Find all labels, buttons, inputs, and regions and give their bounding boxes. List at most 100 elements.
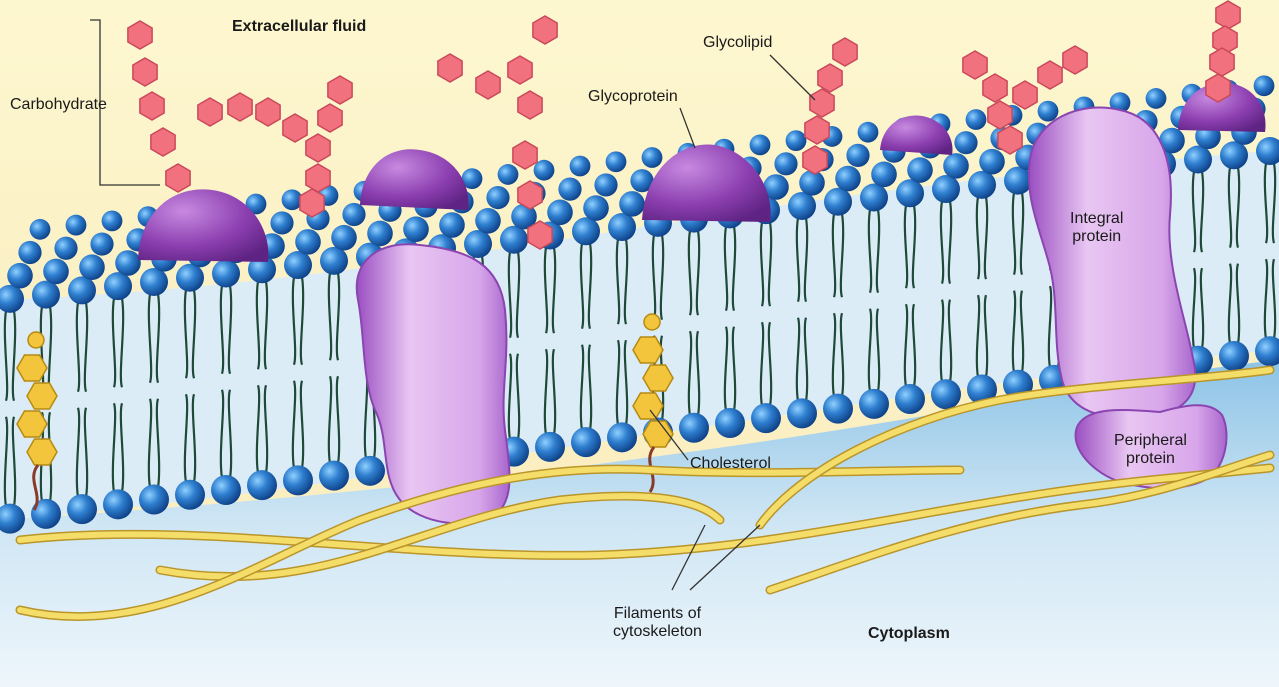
sugar-hexagon <box>818 64 842 92</box>
phospholipid-head <box>284 251 312 279</box>
phospholipid-head <box>594 173 617 196</box>
phospholipid-head <box>355 456 385 486</box>
phospholipid-head <box>270 211 293 234</box>
sugar-hexagon <box>318 104 342 132</box>
phospholipid-head <box>67 494 97 524</box>
phospholipid-head <box>7 263 33 289</box>
phospholipid-head <box>907 157 933 183</box>
phospholipid-head <box>619 191 645 217</box>
phospholipid-head <box>824 188 852 216</box>
phospholipid-head <box>498 164 519 185</box>
phospholipid-head <box>295 229 321 255</box>
sugar-hexagon <box>128 21 152 49</box>
phospholipid-head <box>1184 145 1212 173</box>
phospholipid-head <box>1219 341 1249 371</box>
phospholipid-head <box>786 130 807 151</box>
sugar-hexagon <box>328 76 352 104</box>
phospholipid-head <box>90 232 113 255</box>
phospholipid-head <box>859 389 889 419</box>
sugar-hexagon <box>833 38 857 66</box>
sugar-hexagon <box>518 91 542 119</box>
phospholipid-head <box>247 470 277 500</box>
phospholipid-head <box>931 379 961 409</box>
phospholipid-head <box>968 171 996 199</box>
sugar-hexagon <box>306 134 330 162</box>
glycoprotein-label: Glycoprotein <box>588 88 678 106</box>
phospholipid-head <box>787 398 817 428</box>
sugar-hexagon <box>1038 61 1062 89</box>
phospholipid-head <box>212 259 240 287</box>
phospholipid-head <box>176 264 204 292</box>
peripheral-protein-label: Peripheral protein <box>1114 432 1187 469</box>
phospholipid-head <box>1004 167 1032 195</box>
phospholipid-head <box>66 215 87 236</box>
phospholipid-head <box>140 268 168 296</box>
phospholipid-head <box>30 219 51 240</box>
glycolipid-label: Glycolipid <box>703 34 772 52</box>
sugar-hexagon <box>1210 48 1234 76</box>
phospholipid-head <box>139 485 169 515</box>
phospholipid-head <box>823 394 853 424</box>
filaments-label: Filaments of cytoskeleton <box>613 605 702 642</box>
cholesterol-label: Cholesterol <box>690 455 771 473</box>
phospholipid-head <box>606 151 627 172</box>
phospholipid-head <box>283 465 313 495</box>
phospholipid-head <box>679 413 709 443</box>
sugar-hexagon <box>256 98 280 126</box>
sugar-hexagon <box>476 71 500 99</box>
phospholipid-head <box>715 408 745 438</box>
phospholipid-head <box>570 156 591 177</box>
phospholipid-head <box>403 216 429 242</box>
phospholipid-head <box>320 247 348 275</box>
phospholipid-head <box>558 178 581 201</box>
phospholipid-head <box>896 179 924 207</box>
phospholipid-head <box>642 147 663 168</box>
phospholipid-head <box>835 166 861 192</box>
sugar-hexagon <box>988 101 1012 129</box>
filaments-line2: cytoskeleton <box>613 623 702 641</box>
phospholipid-head <box>858 122 879 143</box>
phospholipid-head <box>54 237 77 260</box>
sugar-hexagon <box>1013 81 1037 109</box>
sugar-hexagon <box>166 164 190 192</box>
phospholipid-head <box>871 162 897 188</box>
phospholipid-head <box>342 203 365 226</box>
phospholipid-head <box>583 195 609 221</box>
integral-protein-line1: Integral <box>1070 210 1123 228</box>
phospholipid-head <box>943 153 969 179</box>
phospholipid-head <box>572 217 600 245</box>
sugar-hexagon <box>533 16 557 44</box>
phospholipid-head <box>751 403 781 433</box>
sugar-hexagon <box>306 164 330 192</box>
phospholipid-head <box>954 131 977 154</box>
phospholipid-head <box>104 272 132 300</box>
sugar-hexagon <box>1216 1 1240 29</box>
phospholipid-head <box>750 134 771 155</box>
phospholipid-head <box>860 183 888 211</box>
phospholipid-head <box>1220 141 1248 169</box>
phospholipid-head <box>788 192 816 220</box>
phospholipid-head <box>115 250 141 276</box>
phospholipid-head <box>571 427 601 457</box>
phospholipid-head <box>68 276 96 304</box>
phospholipid-head <box>932 175 960 203</box>
sugar-hexagon <box>300 189 324 217</box>
phospholipid-head <box>966 109 987 130</box>
filaments-line1: Filaments of <box>613 605 702 623</box>
peripheral-protein-line2: protein <box>1114 450 1187 468</box>
sugar-hexagon <box>140 92 164 120</box>
extracellular-fluid-label: Extracellular fluid <box>232 18 366 36</box>
phospholipid-head <box>211 475 241 505</box>
phospholipid-head <box>32 281 60 309</box>
phospholipid-head <box>1146 88 1167 109</box>
sugar-hexagon <box>1206 74 1230 102</box>
phospholipid-head <box>486 186 509 209</box>
phospholipid-head <box>175 480 205 510</box>
sugar-hexagon <box>508 56 532 84</box>
phospholipid-head <box>895 384 925 414</box>
phospholipid-head <box>547 200 573 226</box>
integral-protein-label: Integral protein <box>1070 210 1123 247</box>
phospholipid-head <box>979 149 1005 175</box>
phospholipid-head <box>103 489 133 519</box>
sugar-hexagon <box>513 141 537 169</box>
